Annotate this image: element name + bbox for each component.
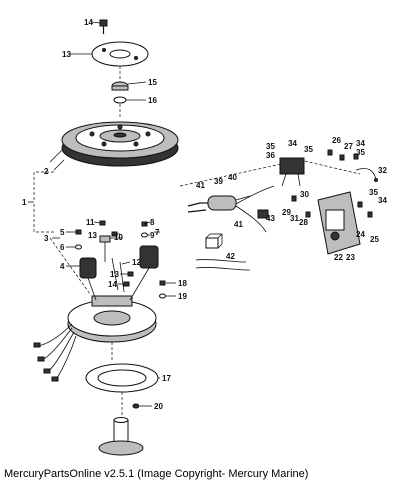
callout-14: 14: [108, 280, 117, 289]
callout-37: 35: [304, 145, 313, 154]
screw-5[interactable]: [75, 229, 82, 235]
washer-18[interactable]: [113, 96, 127, 104]
callout-10: 10: [114, 233, 123, 242]
callout-5: 5: [60, 228, 65, 237]
callout-34b: 34: [378, 196, 387, 205]
ring-19[interactable]: [85, 363, 159, 393]
shaft-base: [98, 417, 144, 456]
callout-39: 36: [266, 151, 275, 160]
callout-23: 22: [334, 253, 343, 262]
callout-28: 27: [344, 142, 353, 151]
callout-33: 32: [378, 166, 387, 175]
callout-35b: 35: [369, 188, 378, 197]
coil-4[interactable]: [79, 257, 97, 301]
spark-plug-lead-42[interactable]: [187, 202, 207, 213]
nut-17[interactable]: [111, 81, 129, 91]
screw-14[interactable]: [123, 281, 130, 287]
flywheel-2[interactable]: [61, 121, 179, 167]
wire-41: [235, 185, 275, 233]
stator-wires: [33, 323, 77, 382]
block-43[interactable]: [205, 233, 223, 249]
screw-13b[interactable]: [127, 271, 134, 277]
callout-26: 25: [370, 235, 379, 244]
callout-4: 4: [60, 262, 65, 271]
callout-16: 14: [84, 18, 93, 27]
callout-9: 9: [150, 231, 155, 240]
callout-41a: 40: [228, 173, 237, 182]
callout-labels: 14 13 15 16 2 1 3 5 6 4 11 13 10 8 9 7 1…: [22, 18, 387, 411]
spring-12[interactable]: [111, 257, 125, 293]
ignition-coil-40[interactable]: [200, 195, 251, 211]
callout-11: 11: [86, 218, 95, 227]
key-22[interactable]: [132, 403, 140, 409]
callout-34a: 34: [356, 139, 365, 148]
washer-9[interactable]: [141, 232, 148, 238]
callout-20: 18: [178, 279, 187, 288]
wire-33: [355, 168, 378, 182]
callout-30: 29: [282, 208, 291, 217]
callout-24: 23: [346, 253, 355, 262]
connector-44[interactable]: [257, 209, 269, 219]
callout-40: 39: [214, 177, 223, 186]
callout-29: 28: [299, 218, 308, 227]
washer-6[interactable]: [75, 244, 82, 250]
callout-38: 35: [266, 142, 275, 151]
callout-13b: 13: [110, 270, 119, 279]
callout-36: 34: [288, 139, 297, 148]
callout-19: 17: [162, 374, 171, 383]
callout-1: 1: [22, 198, 27, 207]
callout-21: 19: [178, 292, 187, 301]
callout-8: 8: [150, 218, 155, 227]
leader-lines: [52, 21, 176, 407]
copyright-caption: MercuryPartsOnline v2.5.1 (Image Copyrig…: [4, 468, 309, 480]
rectifier-37[interactable]: [279, 157, 305, 187]
plate-15[interactable]: [91, 41, 149, 67]
callout-43: 42: [226, 252, 235, 261]
callout-6: 6: [60, 243, 65, 252]
bracket-10[interactable]: [99, 235, 111, 262]
callout-44: 43: [266, 214, 275, 223]
callout-3: 3: [44, 234, 49, 243]
callout-31: 30: [300, 190, 309, 199]
callout-7: 7: [155, 228, 160, 237]
callout-12: 12: [132, 258, 141, 267]
callout-13a: 13: [88, 231, 97, 240]
callout-32: 31: [290, 214, 299, 223]
callout-35a: 35: [356, 148, 365, 157]
screw-11[interactable]: [99, 220, 106, 226]
callout-17: 15: [148, 78, 157, 87]
exploded-parts-diagram: 14 13 15 16 2 1 3 5 6 4 11 13 10 8 9 7 1…: [22, 18, 387, 456]
callout-42: 41: [196, 181, 205, 190]
callout-22: 20: [154, 402, 163, 411]
callout-15: 13: [62, 50, 71, 59]
callout-41b: 41: [234, 220, 243, 229]
screw-20[interactable]: [159, 280, 166, 286]
screw-16[interactable]: [99, 19, 108, 34]
coil-7[interactable]: [129, 245, 159, 301]
callout-25: 24: [356, 230, 365, 239]
switch-box-23[interactable]: [317, 191, 361, 255]
callout-2: 2: [44, 167, 49, 176]
stator-plate-3[interactable]: [67, 295, 157, 343]
base-bracket: [195, 259, 251, 271]
screws-right[interactable]: [291, 149, 373, 218]
washer-21[interactable]: [159, 293, 166, 299]
callout-18: 16: [148, 96, 157, 105]
callout-27: 26: [332, 136, 341, 145]
